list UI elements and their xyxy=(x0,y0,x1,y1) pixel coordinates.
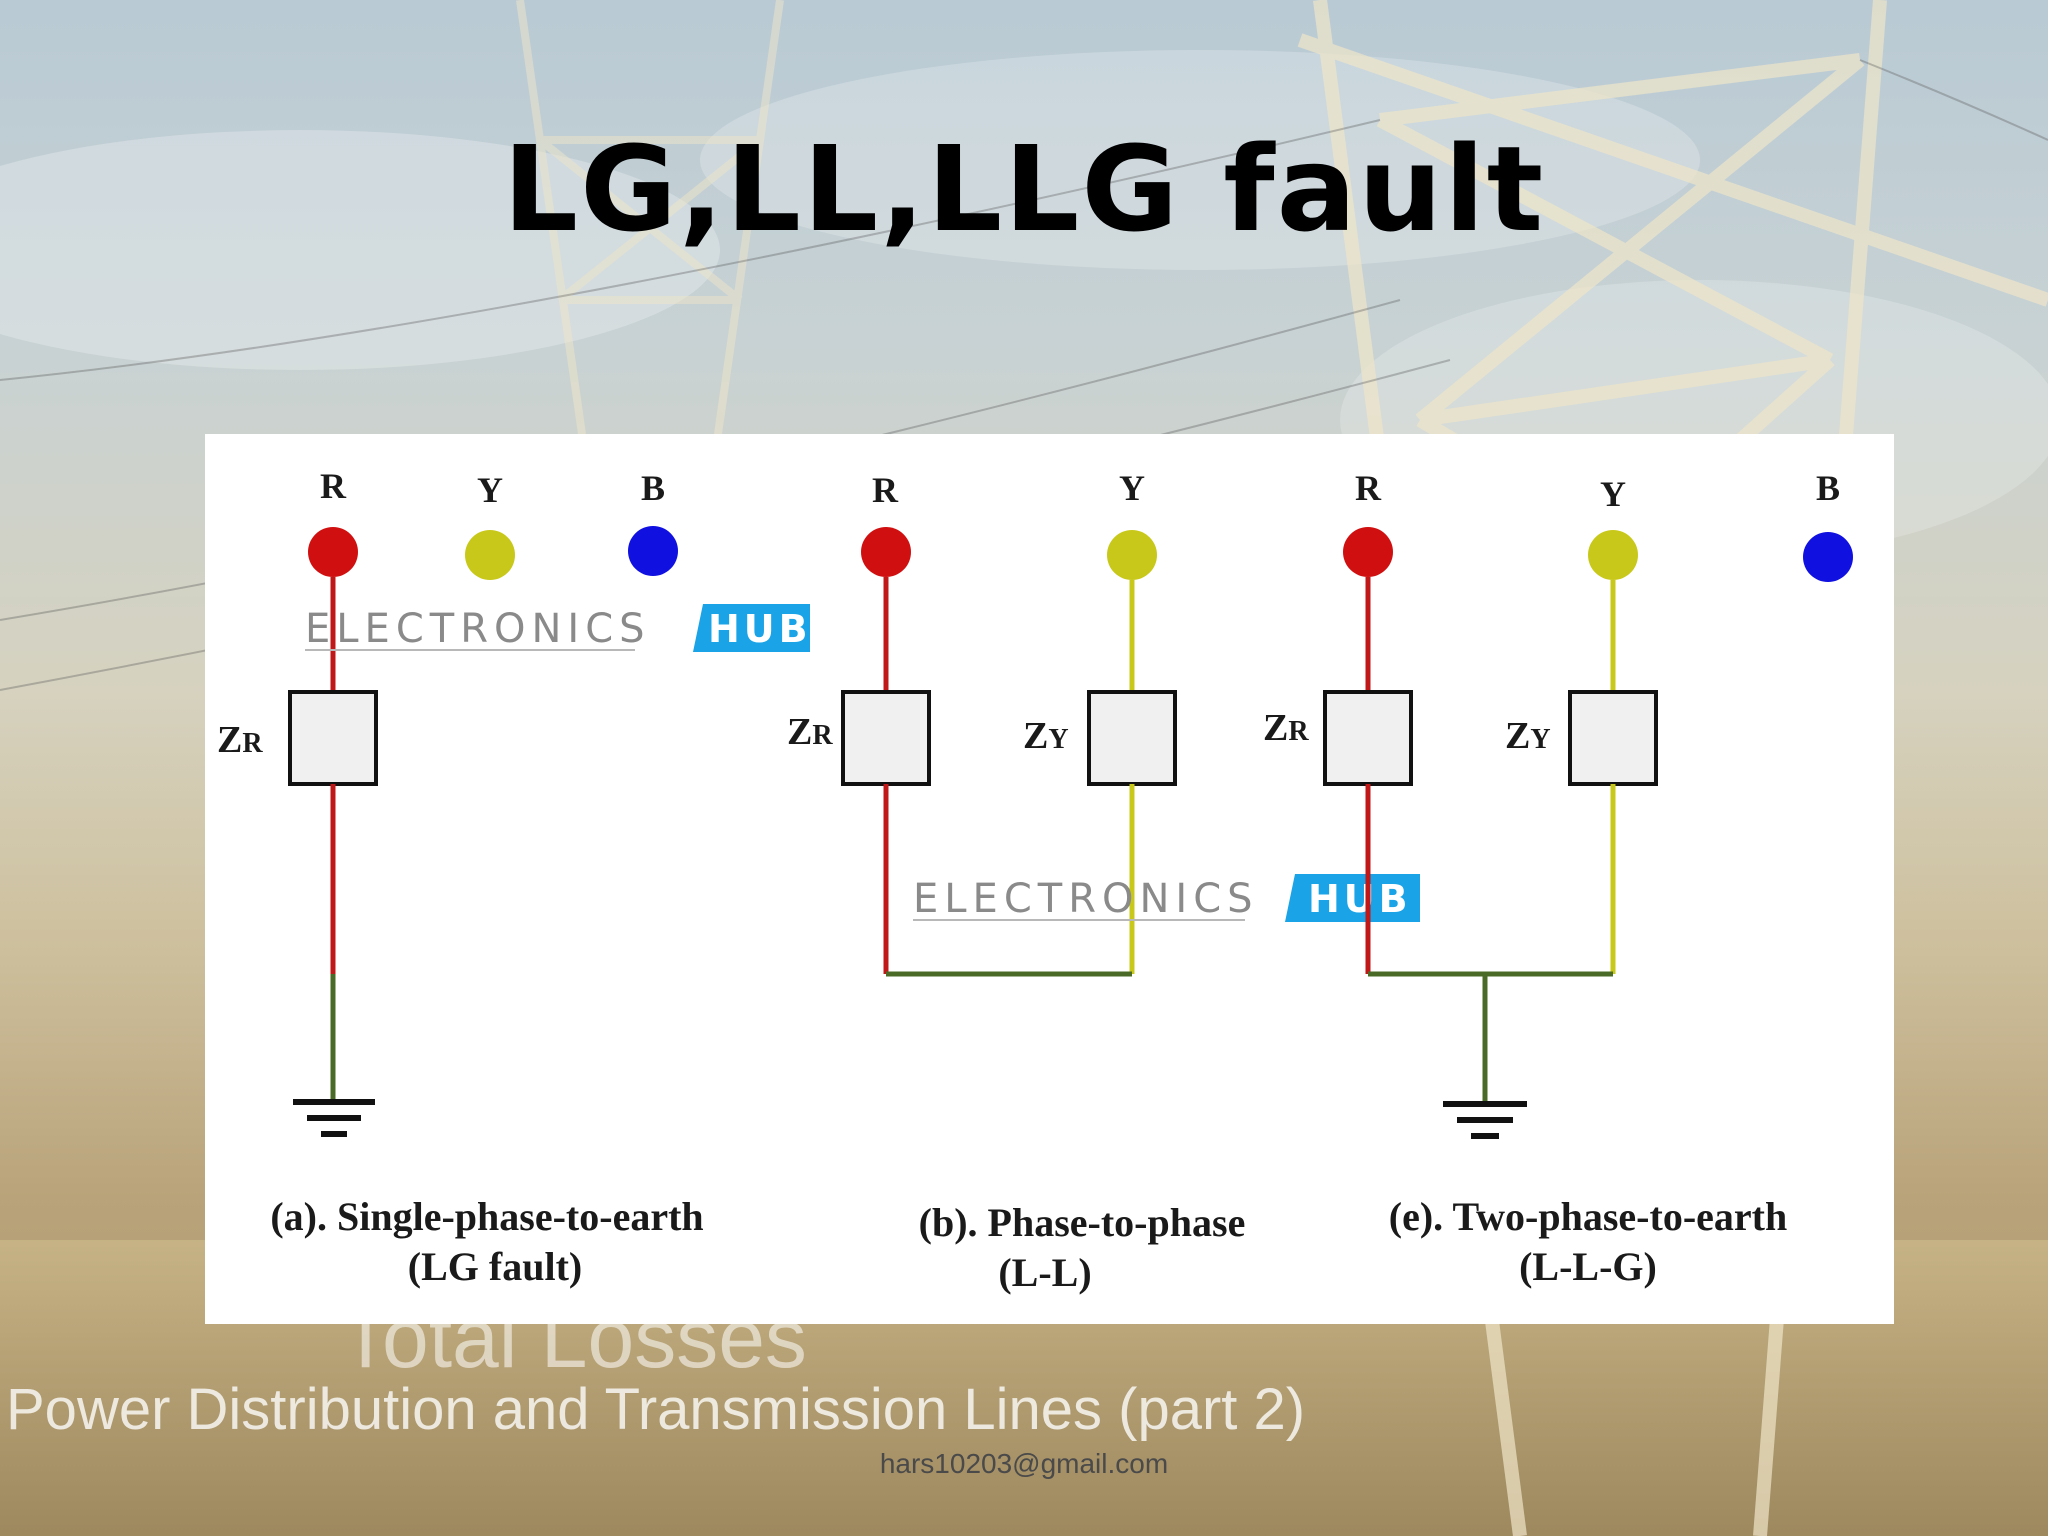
impedance-label-zr: ZR xyxy=(1263,707,1309,749)
svg-text:HUB: HUB xyxy=(708,607,812,651)
slide-title: LG,LL,LLG fault xyxy=(502,120,1546,258)
impedance-box-zr xyxy=(841,690,931,786)
panel-llg-fault: R Y B ZR ZY (e). Two-phase-to-earth (L-L… xyxy=(1263,468,1853,1289)
impedance-box-zr xyxy=(288,690,378,786)
impedance-box-zy xyxy=(1568,690,1658,786)
svg-text:ELECTRONICS: ELECTRONICS xyxy=(913,876,1259,922)
caption-e-line1: (e). Two-phase-to-earth xyxy=(1389,1194,1787,1239)
author-email: hars10203@gmail.com xyxy=(879,1448,1169,1479)
phase-node-y xyxy=(1588,530,1638,580)
caption-e-line2: (L-L-G) xyxy=(1519,1244,1657,1289)
phase-node-r xyxy=(308,527,358,577)
svg-text:ELECTRONICS: ELECTRONICS xyxy=(305,606,651,652)
impedance-label-zy: ZY xyxy=(1505,715,1551,757)
ground-icon xyxy=(293,1099,375,1137)
impedance-box-zy xyxy=(1087,690,1177,786)
phase-label-r: R xyxy=(1355,468,1382,508)
panel-ll-fault: R Y ZR ZY (b). Phase-to-phase (L-L) xyxy=(787,468,1245,1295)
caption-a-line2: (LG fault) xyxy=(408,1244,582,1289)
fault-diagram: R Y B ZR (a). Single-phase-to-earth (LG … xyxy=(205,434,1894,1324)
caption-b-line1: (b). Phase-to-phase xyxy=(919,1200,1246,1245)
phase-label-b: B xyxy=(1816,468,1840,508)
impedance-label-zr: ZR xyxy=(787,711,833,753)
impedance-box-zr xyxy=(1323,690,1413,786)
phase-node-b xyxy=(628,526,678,576)
watermark-electronics-hub: ELECTRONICS HUB xyxy=(913,874,1420,922)
watermark-electronics-hub: ELECTRONICS HUB xyxy=(305,604,812,652)
phase-node-b xyxy=(1803,532,1853,582)
panel-lg-fault: R Y B ZR (a). Single-phase-to-earth (LG … xyxy=(217,466,704,1289)
impedance-label-zr: ZR xyxy=(217,719,263,761)
fault-circuit-svg: R Y B ZR (a). Single-phase-to-earth (LG … xyxy=(217,466,1853,1295)
impedance-label-zy: ZY xyxy=(1023,715,1069,757)
phase-node-y xyxy=(1107,530,1157,580)
phase-node-r xyxy=(861,527,911,577)
phase-label-b: B xyxy=(641,468,665,508)
phase-label-y: Y xyxy=(1600,474,1626,514)
phase-label-r: R xyxy=(320,466,347,506)
phase-label-y: Y xyxy=(1119,468,1145,508)
caption-b-line2: (L-L) xyxy=(998,1250,1091,1295)
phase-label-y: Y xyxy=(477,470,503,510)
svg-text:HUB: HUB xyxy=(1308,877,1412,921)
phase-label-r: R xyxy=(872,470,899,510)
caption-a-line1: (a). Single-phase-to-earth xyxy=(270,1194,703,1239)
phase-node-y xyxy=(465,530,515,580)
faded-background-subtitle: Power Distribution and Transmission Line… xyxy=(6,1377,1306,1442)
phase-node-r xyxy=(1343,527,1393,577)
ground-icon xyxy=(1443,1101,1527,1139)
